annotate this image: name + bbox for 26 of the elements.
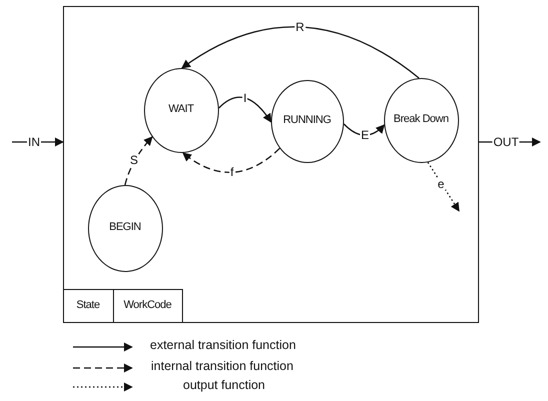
state-circle (270, 80, 344, 162)
edge-label: f (229, 166, 235, 178)
table-cell: WorkCode (112, 288, 182, 322)
state-label: WAIT (168, 103, 194, 117)
state-circle (144, 68, 218, 152)
transition-arrow (182, 148, 280, 173)
edge-label: IN (27, 136, 41, 148)
edge-label: OUT (492, 136, 520, 148)
legend-label: internal transition function (151, 359, 294, 373)
state-circle (88, 184, 162, 272)
edge-label: S (129, 154, 139, 166)
transition-arrow (427, 162, 460, 212)
edge-label: R (294, 21, 306, 33)
state-label: BEGIN (109, 221, 141, 235)
state-label: Break Down (394, 113, 448, 127)
state-circle (384, 78, 458, 162)
edge-label: I (242, 92, 248, 104)
edge-label: e (436, 178, 446, 190)
transition-arrow (124, 136, 153, 186)
legend-label: external transition function (150, 338, 296, 352)
state-label: RUNNING (283, 114, 331, 128)
legend-label: output function (183, 378, 266, 392)
edge-label: E (360, 129, 370, 141)
transition-arrow (181, 26, 420, 79)
model-frame (63, 6, 479, 323)
transition-arrow (218, 96, 272, 123)
